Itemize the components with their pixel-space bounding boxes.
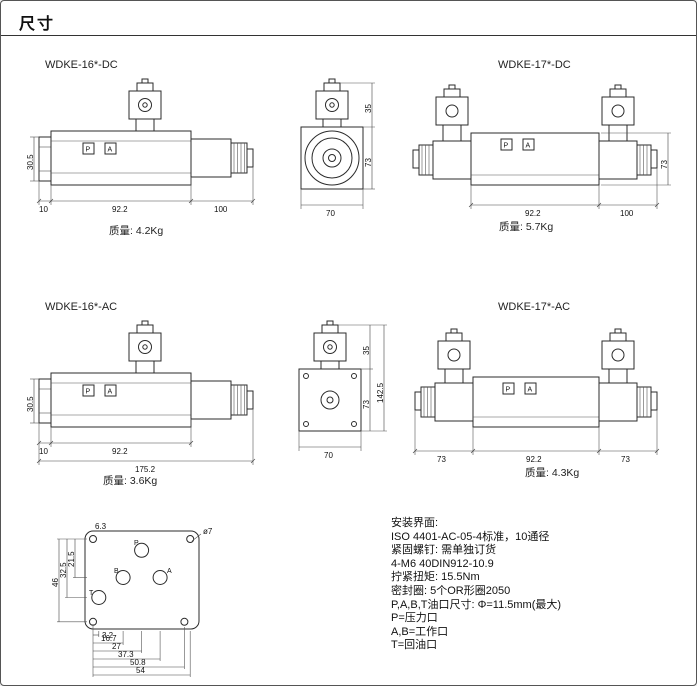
valve-body: P A <box>38 130 192 186</box>
solenoid-coil <box>190 380 254 420</box>
dim-p-offset: 6.3 <box>95 522 107 531</box>
dim-sol-right: 73 <box>621 455 630 464</box>
dim-pattern-height: 46 <box>51 578 60 587</box>
dim-left: 10 <box>39 205 48 214</box>
din-connector <box>128 320 162 374</box>
dim-solenoid: 100 <box>620 209 634 218</box>
port-symbol-p: P <box>506 387 511 394</box>
port-label-b: B <box>114 568 119 575</box>
port-symbol-a: A <box>526 143 531 150</box>
port-symbol-a: A <box>108 147 113 154</box>
port-symbol-p: P <box>86 389 91 396</box>
dim-p-x: 27 <box>112 642 121 651</box>
dimension-lines: 30.5 10 92.2 175.2 <box>26 378 256 474</box>
dim-body-h: 73 <box>364 158 373 167</box>
note-line: ISO 4401-AC-05-4标准，10通径 <box>391 530 550 543</box>
left-dimension-ladder: 21.5 32.5 46 <box>51 538 87 623</box>
dim-pattern-width: 54 <box>136 666 145 675</box>
port-label-a: A <box>167 568 172 575</box>
port-symbol-p: P <box>504 143 509 150</box>
front-view <box>300 78 364 190</box>
drawing-wdke16ac: P A 30.5 10 92.2 <box>26 320 256 474</box>
port-symbol-a: A <box>108 389 113 396</box>
dim-side-h: 73 <box>660 160 669 169</box>
dim-left: 10 <box>39 447 48 456</box>
dim-width: 70 <box>324 451 333 460</box>
weight-dc17: 质量: 5.7Kg <box>499 221 554 233</box>
solenoid-coil <box>190 138 254 178</box>
din-connector <box>128 78 162 132</box>
note-line: 4-M6 40DIN912-10.9 <box>391 557 494 570</box>
drawing-wdke17ac: 70 35 73 142.5 P A <box>298 320 660 464</box>
title-divider <box>1 35 696 36</box>
dim-body: 92.2 <box>526 455 542 464</box>
front-view <box>298 320 362 432</box>
front-view-dimensions: 70 35 73 <box>300 82 375 218</box>
note-line: P=压力口 <box>391 612 438 625</box>
mounting-plate: P B A T ø7 6.3 <box>84 522 213 630</box>
dim-body: 92.2 <box>525 209 541 218</box>
drawing-wdke16dc: P A 30.5 10 92.2 <box>26 78 256 214</box>
dim-total: 175.2 <box>135 465 156 474</box>
dim-b-x: 16.7 <box>101 634 117 643</box>
dim-height: 30.5 <box>26 154 35 170</box>
note-line: P,A,B,T油口尺寸: Φ=11.5mm(最大) <box>391 598 562 611</box>
dim-bolt-x: 50.8 <box>130 658 146 667</box>
dim-connector-h: 35 <box>362 346 371 355</box>
bottom-dimension-ladder: 3.2 16.7 27 37.3 50.8 54 <box>92 624 191 677</box>
drawing-wdke17dc: 70 35 73 P A <box>300 78 671 218</box>
note-line: 安装界面: <box>391 517 439 529</box>
dimension-lines: 30.5 10 92.2 100 <box>26 136 256 214</box>
mounting-surface-drawing: P B A T ø7 6.3 21.5 32.5 46 <box>51 522 213 677</box>
note-line: 密封圈: 5个OR形圈2050 <box>391 584 511 597</box>
dim-width: 70 <box>326 209 335 218</box>
dim-body-h: 73 <box>362 400 371 409</box>
note-line: A,B=工作口 <box>391 625 449 638</box>
dim-ab-row: 21.5 <box>67 551 76 567</box>
dim-sol-left: 73 <box>437 455 446 464</box>
note-line: 拧紧扭矩: 15.5Nm <box>391 571 480 584</box>
side-view: P A <box>412 84 658 186</box>
side-view-dimensions: 92.2 100 73 <box>468 132 671 218</box>
dim-connector-h: 35 <box>364 104 373 113</box>
dim-body: 92.2 <box>112 447 128 456</box>
drawing-label-dc17: WDKE-17*-DC <box>498 59 571 71</box>
dim-height: 30.5 <box>26 396 35 412</box>
dim-a-x: 37.3 <box>118 650 134 659</box>
port-symbol-a: A <box>528 387 533 394</box>
port-label-p: P <box>134 540 139 547</box>
note-line: T=回油口 <box>391 639 438 652</box>
page-title: 尺寸 <box>19 16 56 33</box>
front-view-dimensions: 70 35 73 142.5 <box>298 324 387 460</box>
port-symbol-p: P <box>86 147 91 154</box>
installation-notes: 安装界面: ISO 4401-AC-05-4标准，10通径 紧固螺钉: 需单独订… <box>391 517 561 653</box>
dim-total-h: 142.5 <box>376 382 385 403</box>
side-view-dimensions: 73 92.2 73 <box>412 410 660 464</box>
bolt-hole-callout: ø7 <box>203 527 213 536</box>
drawing-label-dc16: WDKE-16*-DC <box>45 59 118 71</box>
valve-body: P A <box>38 372 192 428</box>
weight-ac17: 质量: 4.3Kg <box>525 467 580 479</box>
weight-ac16: 质量: 3.6Kg <box>103 475 158 487</box>
dim-t-x: 3.2 <box>102 631 114 640</box>
weight-dc16: 质量: 4.2Kg <box>109 225 164 237</box>
dim-body: 92.2 <box>112 205 128 214</box>
dim-t-row: 32.5 <box>59 562 68 578</box>
drawing-label-ac17: WDKE-17*-AC <box>498 301 571 313</box>
note-line: 紧固螺钉: 需单独订货 <box>391 544 497 557</box>
dim-solenoid: 100 <box>214 205 228 214</box>
drawing-label-ac16: WDKE-16*-AC <box>45 301 118 313</box>
port-label-t: T <box>89 590 94 597</box>
side-view: P A <box>414 328 658 428</box>
